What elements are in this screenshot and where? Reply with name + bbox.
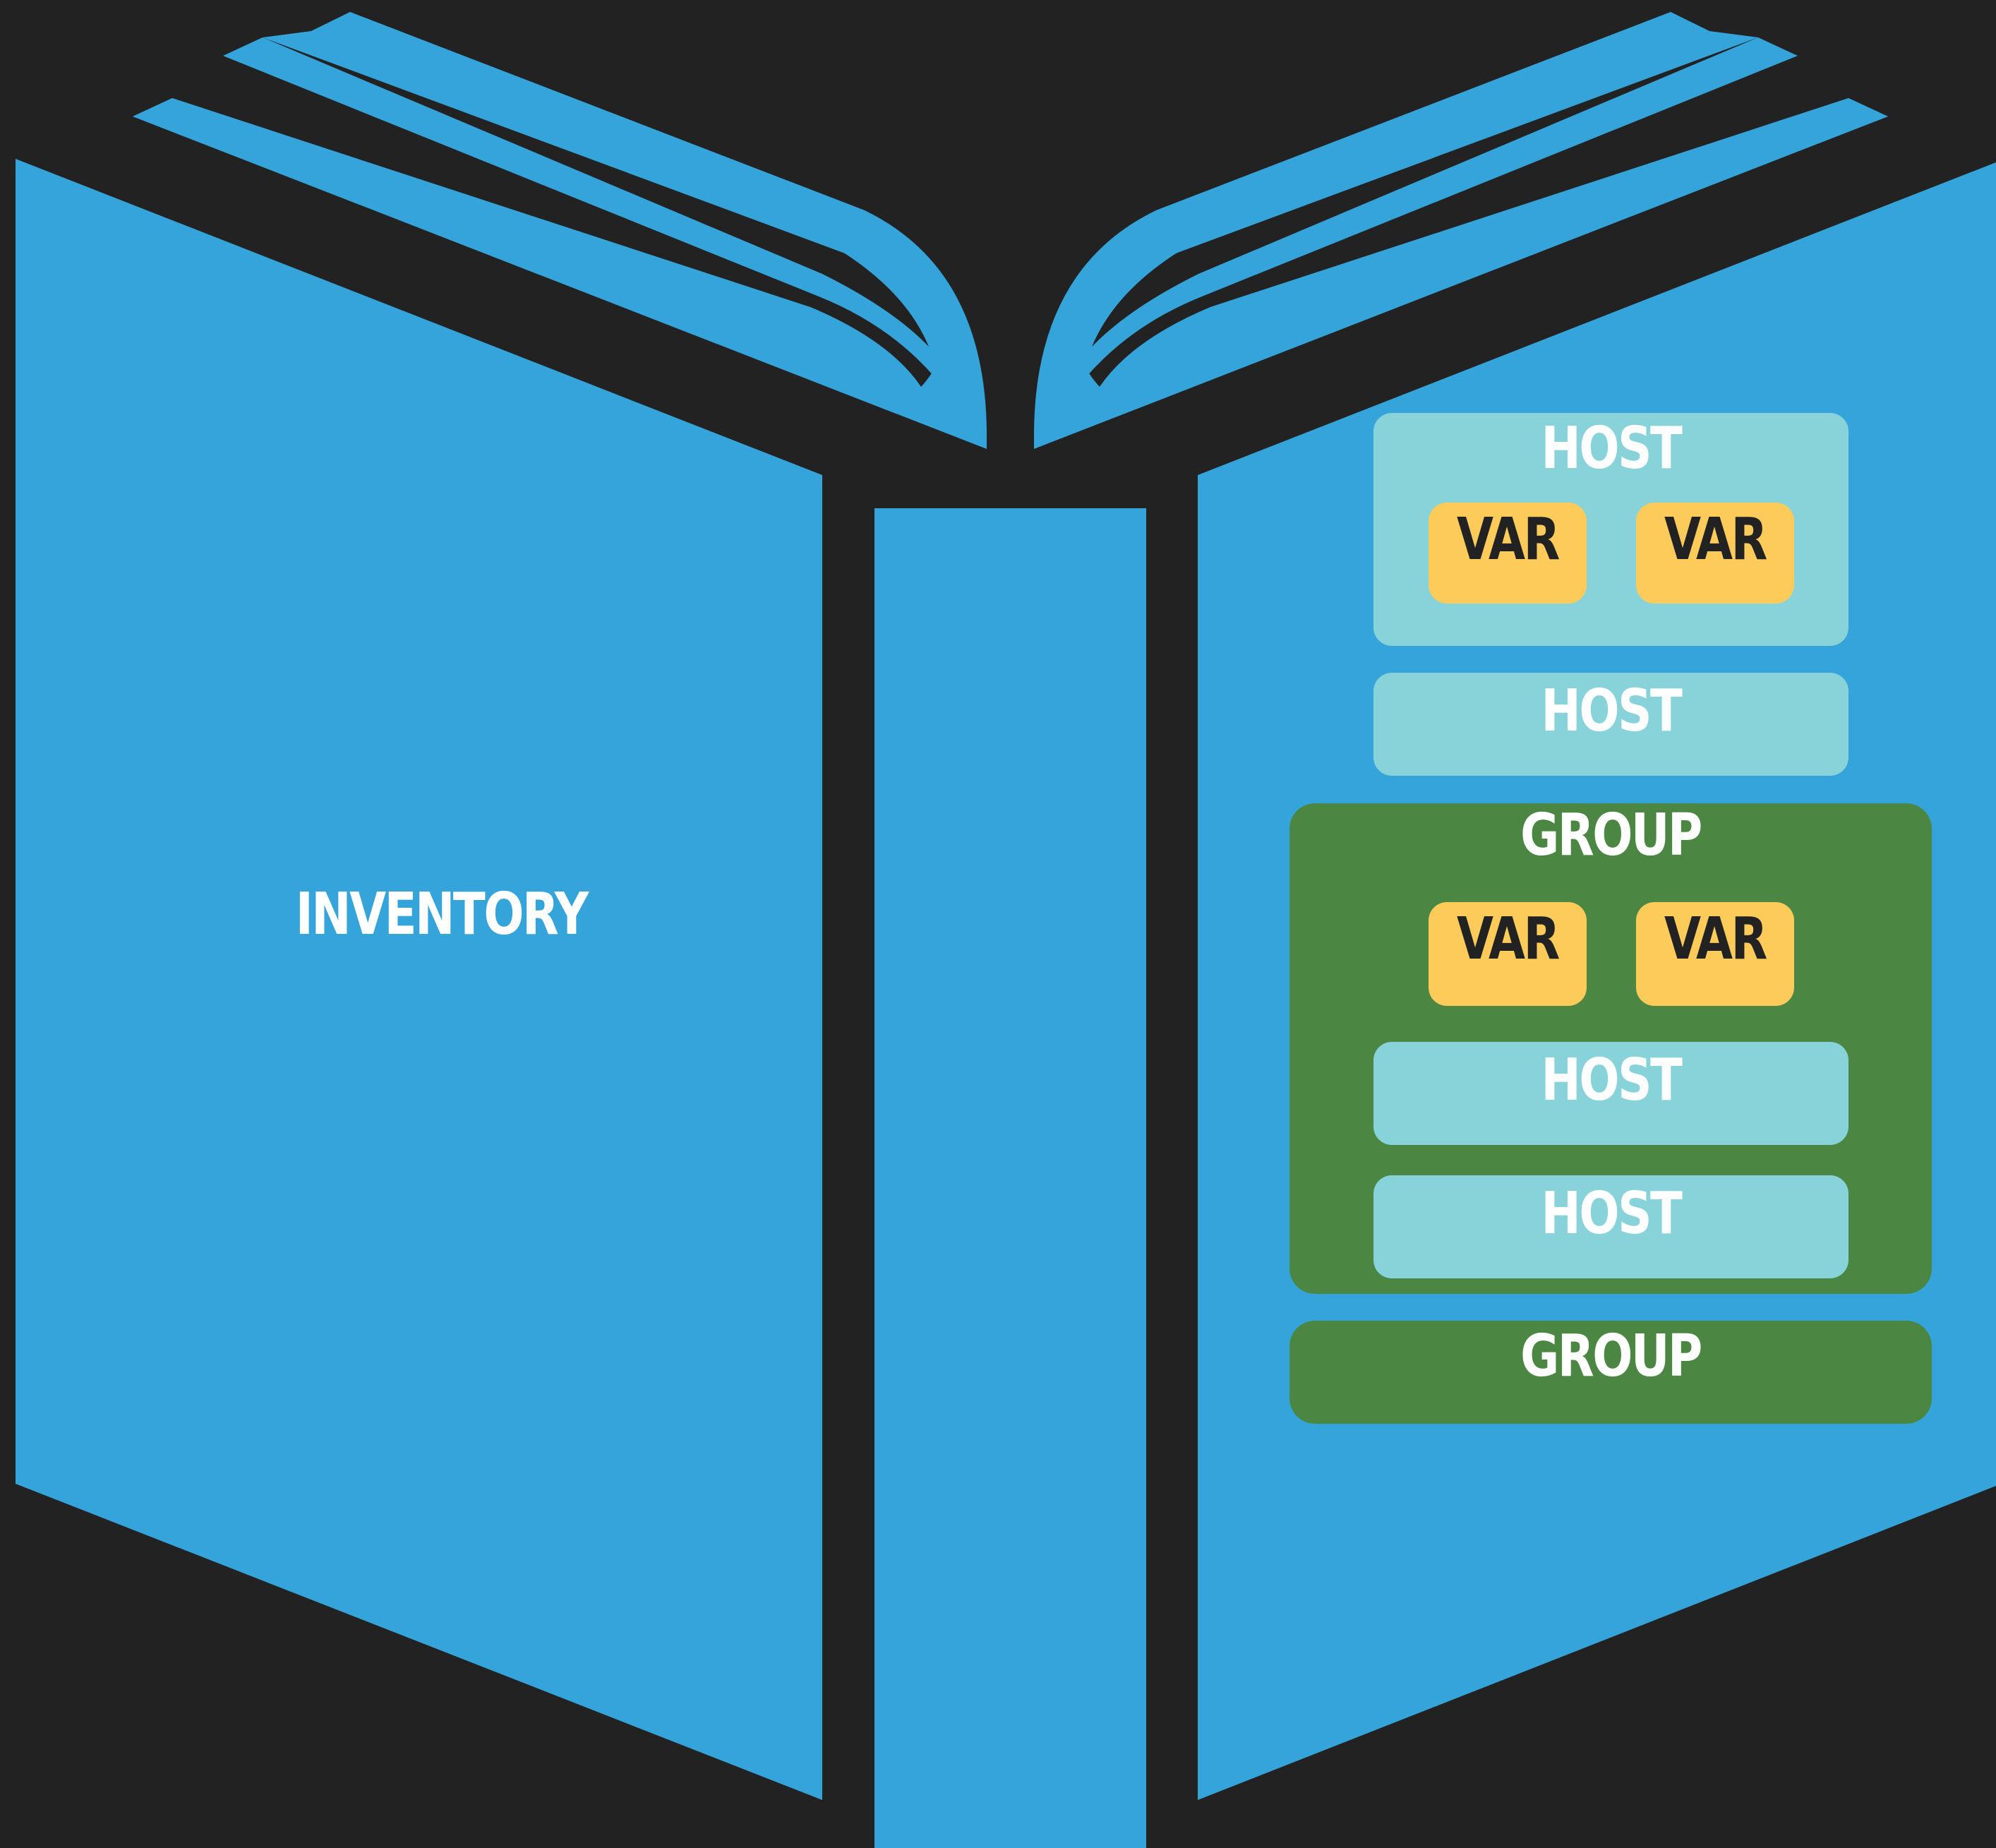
group-host: HOST <box>1373 1175 1848 1278</box>
var-chip: VAR <box>1429 503 1587 604</box>
group-full: GROUP VAR VAR HOST HOST <box>1289 803 1932 1294</box>
group-label: GROUP <box>1520 1323 1702 1390</box>
var-label: VAR <box>1457 906 1560 973</box>
host-label: HOST <box>1541 415 1683 482</box>
group-label: GROUP <box>1520 802 1702 869</box>
left-page-edge-2 <box>223 37 946 378</box>
var-label: VAR <box>1664 506 1767 573</box>
host-plain: HOST <box>1373 673 1848 776</box>
var-chip: VAR <box>1636 503 1794 604</box>
host-label: HOST <box>1541 1047 1683 1114</box>
var-label: VAR <box>1457 506 1560 573</box>
left-cover <box>16 159 822 1800</box>
right-page-edge-1-fill <box>1043 12 1709 395</box>
left-page-sheet <box>133 31 987 449</box>
host-label: HOST <box>1541 678 1683 745</box>
var-chip: VAR <box>1429 902 1587 1006</box>
var-chip: VAR <box>1636 902 1794 1006</box>
right-page-sheet <box>1034 31 1888 449</box>
group-plain: GROUP <box>1289 1321 1932 1424</box>
spine <box>874 508 1146 1848</box>
right-page-edge-2 <box>1075 37 1798 378</box>
var-label: VAR <box>1664 906 1767 973</box>
group-host: HOST <box>1373 1042 1848 1145</box>
left-page-edge-1-fill <box>311 12 978 395</box>
inventory-title: INVENTORY <box>295 881 589 948</box>
host-with-vars: HOST VAR VAR <box>1373 413 1848 646</box>
host-label: HOST <box>1541 1180 1683 1247</box>
